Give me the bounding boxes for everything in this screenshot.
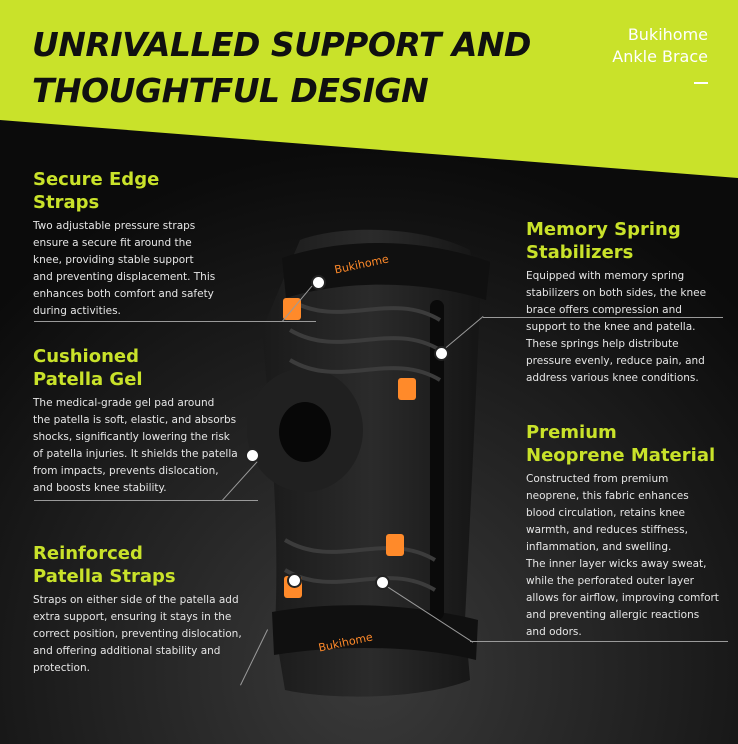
feature-description: Two adjustable pressure straps ensure a … xyxy=(33,218,233,320)
headline-line2: THOUGHTFUL DESIGN xyxy=(32,71,429,110)
feature-title-line1: Reinforced xyxy=(33,543,143,564)
desc-line: knee, providing stable support xyxy=(33,254,194,266)
callout-dot-reinforced xyxy=(287,573,302,588)
desc-line: enhances both comfort and safety xyxy=(33,288,214,300)
desc-line: pressure evenly, reduce pain, and xyxy=(526,355,705,367)
desc-line: and preventing allergic reactions xyxy=(526,609,700,621)
callout-dot-memory xyxy=(434,346,449,361)
connector-memory-h xyxy=(483,317,723,318)
connector-cushion xyxy=(34,500,258,501)
desc-line: from impacts, prevents dislocation, xyxy=(33,465,219,477)
knee-brace-illustration xyxy=(247,229,490,697)
desc-line: support to the knee and patella. xyxy=(526,321,696,333)
desc-line: Equipped with memory spring xyxy=(526,270,685,282)
brand-dash xyxy=(694,82,708,84)
feature-memory-spring-stabilizers: Memory Spring Stabilizers Equipped with … xyxy=(526,218,716,387)
headline-line1: UNRIVALLED SUPPORT AND xyxy=(32,25,531,64)
feature-title-line1: Secure Edge xyxy=(33,169,160,190)
desc-line: address various knee conditions. xyxy=(526,372,699,384)
desc-line: blood circulation, retains knee xyxy=(526,507,685,519)
feature-title-line2: Patella Gel xyxy=(33,369,143,390)
feature-description: Constructed from premium neoprene, this … xyxy=(526,471,726,641)
brand-name: Bukihome xyxy=(627,25,708,44)
feature-description: Straps on either side of the patella add… xyxy=(33,592,248,677)
desc-line: neoprene, this fabric enhances xyxy=(526,490,689,502)
desc-line: correct position, preventing dislocation… xyxy=(33,628,242,640)
desc-line: inflammation, and swelling. xyxy=(526,541,672,553)
desc-line: Constructed from premium xyxy=(526,473,669,485)
callout-dot-secure xyxy=(311,275,326,290)
desc-line: during activities. xyxy=(33,305,121,317)
brand-block: Bukihome Ankle Brace xyxy=(612,24,708,90)
desc-line: These springs help distribute xyxy=(526,338,679,350)
callout-dot-cushion xyxy=(245,448,260,463)
desc-line: of patella injuries. It shields the pate… xyxy=(33,448,238,460)
feature-title: Memory Spring Stabilizers xyxy=(526,218,716,264)
feature-secure-edge-straps: Secure Edge Straps Two adjustable pressu… xyxy=(33,168,233,320)
feature-title-line2: Neoprene Material xyxy=(526,445,716,466)
feature-title: Secure Edge Straps xyxy=(33,168,233,214)
feature-title-line1: Memory Spring xyxy=(526,219,681,240)
feature-title: Cushioned Patella Gel xyxy=(33,345,258,391)
desc-line: and boosts knee stability. xyxy=(33,482,167,494)
desc-line: The medical-grade gel pad around xyxy=(33,397,215,409)
feature-description: The medical-grade gel pad around the pat… xyxy=(33,395,258,497)
headline: UNRIVALLED SUPPORT AND THOUGHTFUL DESIGN xyxy=(32,22,531,114)
brand-product: Ankle Brace xyxy=(612,47,708,66)
desc-line: The inner layer wicks away sweat, xyxy=(526,558,707,570)
feature-premium-neoprene-material: Premium Neoprene Material Constructed fr… xyxy=(526,421,726,641)
feature-title: Reinforced Patella Straps xyxy=(33,542,248,588)
feature-description: Equipped with memory spring stabilizers … xyxy=(526,268,716,387)
connector-neoprene-h xyxy=(470,641,728,642)
desc-line: the patella is soft, elastic, and absorb… xyxy=(33,414,237,426)
feature-title-line1: Cushioned xyxy=(33,346,139,367)
feature-title-line1: Premium xyxy=(526,422,617,443)
feature-title-line2: Stabilizers xyxy=(526,242,634,263)
desc-line: Straps on either side of the patella add xyxy=(33,594,239,606)
desc-line: stabilizers on both sides, the knee xyxy=(526,287,707,299)
callout-dot-neoprene xyxy=(375,575,390,590)
desc-line: and preventing displacement. This xyxy=(33,271,216,283)
desc-line: and odors. xyxy=(526,626,582,638)
feature-title-line2: Patella Straps xyxy=(33,566,176,587)
feature-title: Premium Neoprene Material xyxy=(526,421,726,467)
desc-line: brace offers compression and xyxy=(526,304,682,316)
desc-line: allows for airflow, improving comfort xyxy=(526,592,719,604)
desc-line: protection. xyxy=(33,662,90,674)
connector-secure xyxy=(34,321,316,322)
desc-line: Two adjustable pressure straps xyxy=(33,220,196,232)
desc-line: shocks, significantly lowering the risk xyxy=(33,431,230,443)
desc-line: extra support, ensuring it stays in the xyxy=(33,611,232,623)
desc-line: warmth, and reduces stiffness, xyxy=(526,524,688,536)
desc-line: and offering additional stability and xyxy=(33,645,221,657)
desc-line: while the perforated outer layer xyxy=(526,575,694,587)
feature-cushioned-patella-gel: Cushioned Patella Gel The medical-grade … xyxy=(33,345,258,497)
feature-title-line2: Straps xyxy=(33,192,100,213)
desc-line: ensure a secure fit around the xyxy=(33,237,192,249)
feature-reinforced-patella-straps: Reinforced Patella Straps Straps on eith… xyxy=(33,542,248,677)
